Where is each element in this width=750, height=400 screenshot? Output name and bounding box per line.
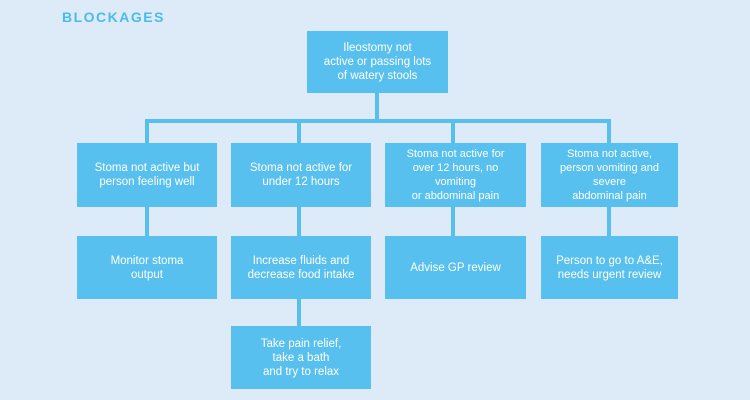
action-node-gp-review: Advise GP review [385, 236, 526, 299]
action-node-pain-relief: Take pain relief, take a bath and try to… [231, 326, 371, 389]
condition-node-well: Stoma not active but person feeling well [77, 143, 217, 207]
action-node-increase-fluids: Increase fluids and decrease food intake [231, 236, 371, 299]
root-node: Ileostomy not active or passing lots of … [307, 31, 448, 93]
action-node-urgent-review: Person to go to A&E, needs urgent review [541, 236, 678, 299]
condition-node-under-12h: Stoma not active for under 12 hours [231, 143, 371, 207]
condition-node-over-12h: Stoma not active for over 12 hours, no v… [385, 143, 526, 207]
page-title: BLOCKAGES [62, 9, 165, 25]
action-node-monitor-output: Monitor stoma output [77, 236, 217, 299]
condition-node-severe: Stoma not active, person vomiting and se… [541, 143, 678, 207]
